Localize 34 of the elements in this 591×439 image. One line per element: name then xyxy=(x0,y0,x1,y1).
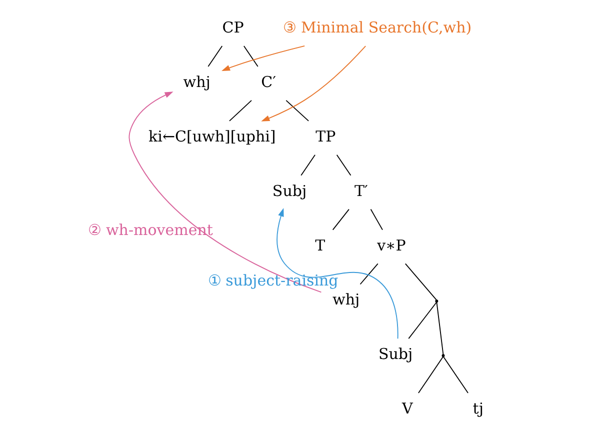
arrow xyxy=(261,46,366,122)
node-text: T xyxy=(315,236,326,254)
arrow xyxy=(128,92,322,293)
arrow xyxy=(276,208,398,340)
node-point xyxy=(435,300,438,303)
connector xyxy=(300,154,316,176)
connector xyxy=(370,208,383,230)
connector xyxy=(418,356,444,394)
node-text: Subj xyxy=(272,182,307,200)
node-text: v∗P xyxy=(377,236,406,254)
connector xyxy=(408,302,438,340)
node-text: T′ xyxy=(354,182,368,200)
connector xyxy=(229,100,252,122)
connector xyxy=(208,46,223,67)
connector xyxy=(436,302,444,355)
node-text: ③ Minimal Search(C,wh) xyxy=(283,18,472,37)
connector xyxy=(332,208,350,230)
node-text: ki←C[uwh][uphi] xyxy=(148,127,276,146)
node-text: whj xyxy=(332,290,360,309)
connector xyxy=(336,154,352,176)
node-text: Subj xyxy=(378,345,413,364)
arrow xyxy=(222,45,306,71)
node-point xyxy=(442,354,445,358)
node-text: whj xyxy=(183,72,210,91)
connector xyxy=(243,46,258,67)
connector xyxy=(442,356,468,394)
connector xyxy=(286,100,310,122)
connector xyxy=(404,263,437,300)
node-text: TP xyxy=(316,127,336,146)
node-text: tj xyxy=(472,400,484,418)
node-text: V xyxy=(402,400,413,418)
node-text: CP xyxy=(222,18,244,37)
node-text: C′ xyxy=(261,72,276,91)
connector xyxy=(360,263,378,285)
